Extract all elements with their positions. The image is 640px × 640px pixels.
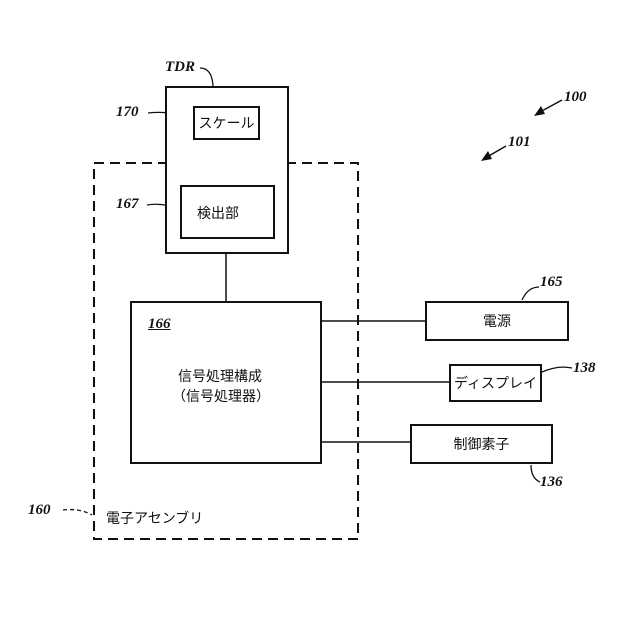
display-leader	[542, 367, 572, 372]
system-ref-100: 100	[564, 89, 587, 106]
signal-processing-label: 信号処理構成	[178, 366, 262, 386]
tdr-leader	[200, 68, 213, 86]
power-label: 電源	[483, 311, 511, 331]
system-ref-101: 101	[508, 134, 531, 151]
signal-processing-ref-number: 166	[148, 316, 171, 333]
power-box: 電源	[425, 301, 569, 341]
control-leader	[531, 465, 540, 482]
power-leader	[522, 287, 539, 300]
control-box: 制御素子	[410, 424, 553, 464]
detector-text: 検出部	[197, 203, 239, 223]
power-ref-number: 165	[540, 274, 563, 291]
detector-ref-number: 167	[116, 196, 139, 213]
scale-ref-number: 170	[116, 104, 139, 121]
assembly-label: 電子アセンブリ	[106, 508, 203, 528]
control-label: 制御素子	[454, 434, 510, 454]
assembly-leader	[63, 510, 92, 515]
control-ref-number: 136	[540, 474, 563, 491]
display-box: ディスプレイ	[449, 364, 542, 402]
display-label: ディスプレイ	[454, 373, 537, 393]
scale-box: スケール	[193, 106, 260, 140]
ref-100-arrow	[540, 100, 562, 112]
ref-100-arrowhead	[534, 106, 545, 116]
ref-101-arrowhead	[481, 151, 492, 161]
tdr-ref-label: TDR	[165, 59, 195, 76]
scale-label: スケール	[199, 113, 255, 133]
signal-processing-sublabel: （信号処理器）	[172, 386, 270, 406]
display-ref-number: 138	[573, 360, 596, 377]
assembly-ref-number: 160	[28, 502, 51, 519]
